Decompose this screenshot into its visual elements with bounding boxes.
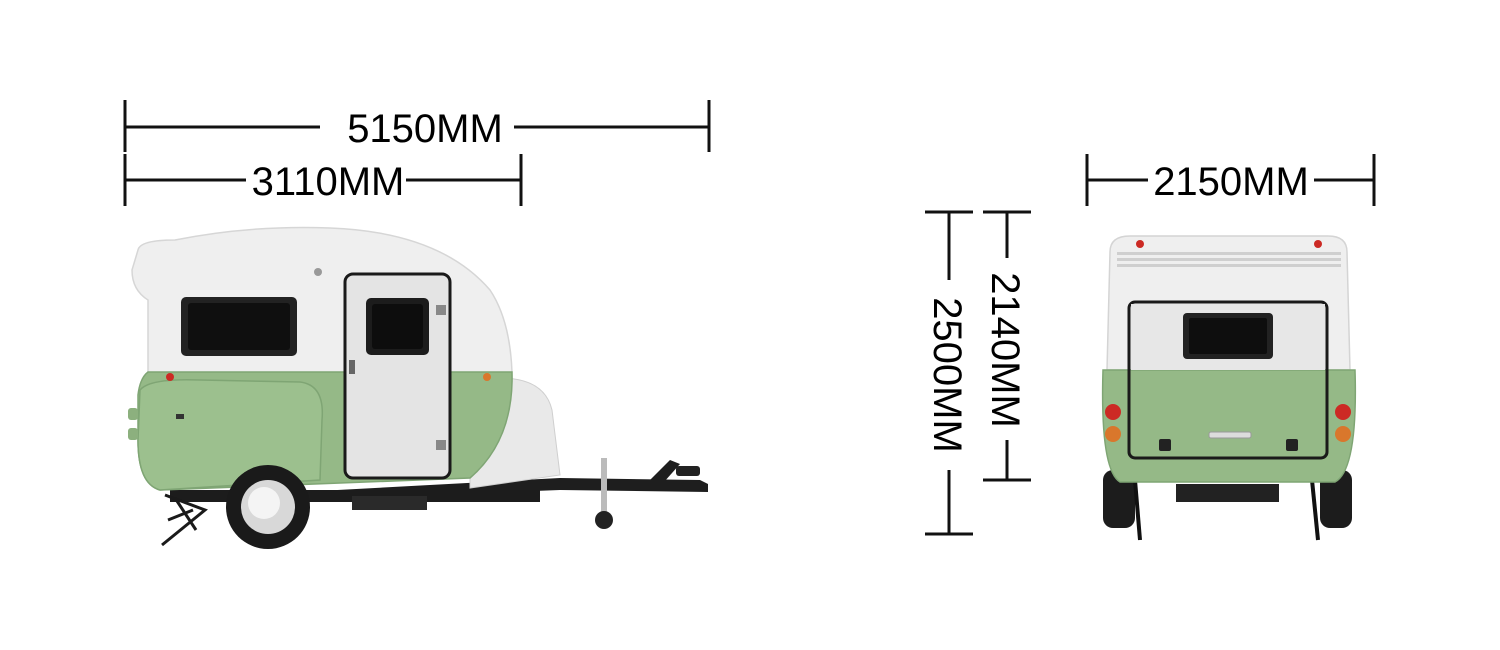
latch-left: [1159, 439, 1171, 451]
rear-light-side: [128, 428, 138, 440]
trailer-rear-view: [1101, 235, 1357, 541]
total-length-dimension: 5150MM: [123, 100, 711, 152]
fender: [137, 378, 324, 491]
width-label: 2150MM: [1153, 160, 1309, 204]
door-hinge: [436, 440, 446, 450]
tail-light-left-red: [1105, 404, 1121, 420]
width-dimension: 2150MM: [1085, 154, 1376, 206]
rear-shell-bottom: [1101, 369, 1357, 483]
body-height-dimension: 2140MM: [983, 210, 1031, 482]
tail-light-right-amber: [1335, 426, 1351, 442]
rear-wheel-left: [1103, 470, 1135, 528]
roof-vent: [314, 268, 322, 276]
side-vent: [176, 414, 184, 419]
top-light-left: [1136, 240, 1144, 248]
rear-step: [161, 493, 208, 547]
total-height-dimension: 2500MM: [925, 210, 973, 536]
top-light-right: [1314, 240, 1322, 248]
door-hinge: [436, 305, 446, 315]
side-window-glass: [188, 303, 290, 350]
rear-window-glass: [1189, 318, 1267, 354]
rear-light-side: [128, 408, 138, 420]
wheel-hub-highlight: [248, 487, 280, 519]
total-length-label: 5150MM: [347, 107, 503, 151]
trailer-side-view: [128, 226, 708, 549]
door-window-glass: [372, 304, 423, 349]
roof-vent-grille: [1117, 252, 1341, 267]
body-height-label: 2140MM: [983, 272, 1027, 428]
rear-wheel-right: [1320, 470, 1352, 528]
body-length-label: 3110MM: [252, 160, 405, 204]
marker-light: [483, 373, 491, 381]
under-storage: [352, 496, 427, 510]
body-length-dimension: 3110MM: [123, 154, 523, 206]
rear-under-box: [1176, 484, 1279, 502]
latch-right: [1286, 439, 1298, 451]
marker-light: [166, 373, 174, 381]
jockey-wheel: [595, 511, 613, 529]
hitch-coupler: [676, 466, 700, 476]
tail-light-right-red: [1335, 404, 1351, 420]
jockey-post: [601, 458, 607, 514]
hitch-lever: [650, 460, 680, 482]
tail-light-left-amber: [1105, 426, 1121, 442]
door-handle: [349, 360, 355, 374]
total-height-label: 2500MM: [925, 297, 969, 453]
rear-hatch: [1127, 300, 1329, 460]
stabilizer-leg-right: [1310, 479, 1320, 541]
stabilizer-leg-left: [1133, 479, 1142, 541]
rear-handle: [1208, 431, 1252, 439]
